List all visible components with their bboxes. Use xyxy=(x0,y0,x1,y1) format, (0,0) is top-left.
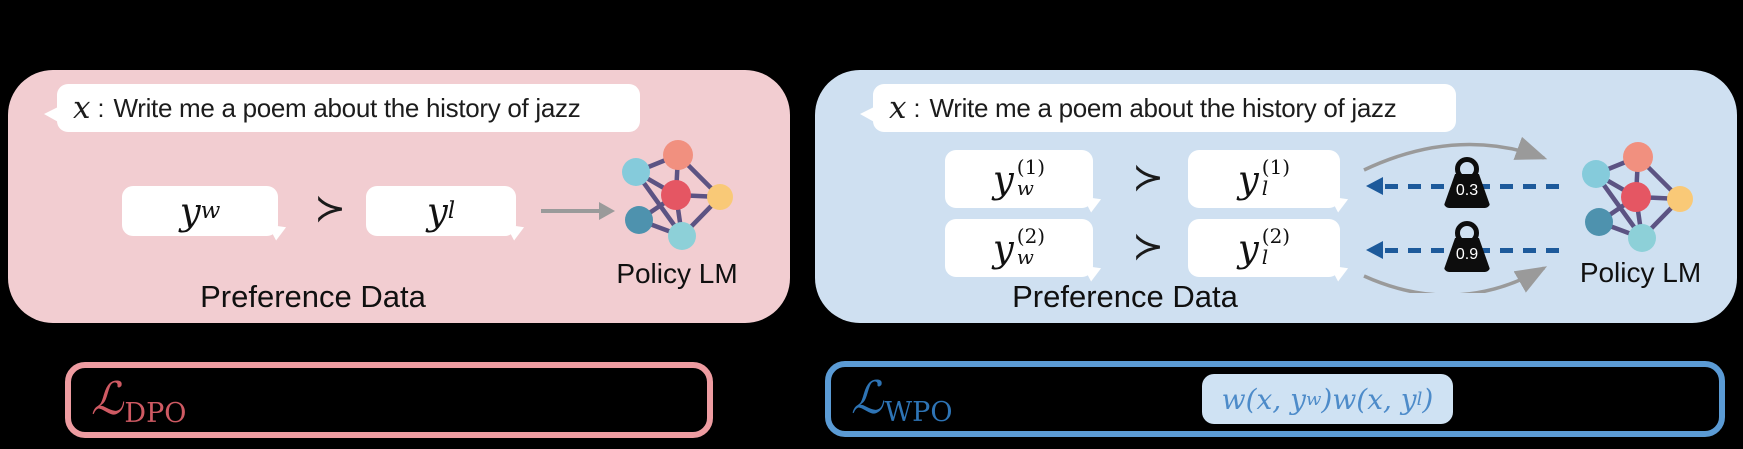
wpo-loss-label: ℒWPO xyxy=(851,371,952,428)
weight-value: 0.9 xyxy=(1455,246,1479,263)
preference-data-caption: Preference Data xyxy=(1012,279,1238,314)
winner-sub: w xyxy=(1016,175,1034,200)
dpo-loss-box: ℒDPO xyxy=(65,362,713,438)
speech-tail-icon xyxy=(1082,189,1105,213)
loser-sub: l xyxy=(1261,244,1269,269)
to-policy-arrow-icon xyxy=(541,202,615,220)
loser-math: y xyxy=(1237,157,1259,201)
loser-sup: (1) xyxy=(1261,154,1291,179)
dpo-loss-label: ℒDPO xyxy=(91,372,186,429)
weight-body: 0.9 xyxy=(1444,238,1490,272)
arrow-line xyxy=(541,209,599,213)
policy-lm-label: Policy LM xyxy=(1579,257,1702,288)
succeeds-symbol: ≻ xyxy=(314,186,346,230)
speech-tail-icon xyxy=(267,217,290,241)
weight-value: 0.3 xyxy=(1455,182,1479,199)
loss-symbol: ℒ xyxy=(91,372,124,425)
preference-data-caption: Preference Data xyxy=(200,279,426,314)
prompt-var: x xyxy=(73,90,91,126)
policy-lm-label: Policy LM xyxy=(616,258,738,289)
loser-math: y xyxy=(426,189,448,233)
prompt-colon: : xyxy=(913,94,921,123)
winner-math: y xyxy=(179,189,201,233)
highlight-math: ) xyxy=(1422,382,1434,416)
loser-sub: l xyxy=(447,198,456,224)
loser-sub: l xyxy=(1261,175,1269,200)
loser-math: y xyxy=(1237,226,1259,270)
highlight-sub: w xyxy=(1305,388,1322,410)
speech-tail-icon xyxy=(1329,258,1352,282)
speech-tail-icon xyxy=(860,106,876,123)
weight-icon-2: 0.9 xyxy=(1444,221,1490,272)
arrow-head xyxy=(1366,241,1383,259)
weight-icon-1: 0.3 xyxy=(1444,157,1490,208)
loser-bubble-2: y(2)l xyxy=(1188,219,1352,282)
winner-sup: (2) xyxy=(1016,223,1046,248)
loser-sup: (2) xyxy=(1261,223,1291,248)
loss-subscript: DPO xyxy=(124,398,187,429)
highlight-math: w(x, y xyxy=(1221,382,1306,416)
winner-bubble-1: y(1)w xyxy=(945,150,1105,213)
wpo-panel: x : Write me a poem about the history of… xyxy=(815,70,1737,323)
speech-tail-icon xyxy=(44,106,60,123)
loss-subscript: WPO xyxy=(884,397,953,428)
speech-tail-icon xyxy=(505,217,528,241)
highlight-math: )w(x, y xyxy=(1321,382,1417,416)
winner-math: y xyxy=(992,157,1014,201)
winner-sub: w xyxy=(200,198,221,224)
dpo-panel: x : Write me a poem about the history of… xyxy=(8,70,790,323)
prompt-bubble: x : Write me a poem about the history of… xyxy=(44,84,640,132)
neural-network-icon xyxy=(1572,140,1700,258)
prompt-bubble: x : Write me a poem about the history of… xyxy=(860,84,1456,132)
neural-network-icon xyxy=(612,138,740,256)
loser-bubble-1: y(1)l xyxy=(1188,150,1352,213)
prompt-var: x xyxy=(889,90,907,126)
winner-bubble-2: y(2)w xyxy=(945,219,1105,282)
prompt-colon: : xyxy=(97,94,105,123)
loss-symbol: ℒ xyxy=(851,371,884,424)
succeeds-symbol-1: ≻ xyxy=(1132,155,1164,199)
arrow-head xyxy=(599,202,615,220)
highlight-sub: l xyxy=(1416,388,1423,410)
winner-sub: w xyxy=(1016,244,1034,269)
arrow-head xyxy=(1366,177,1383,195)
prompt-text: Write me a poem about the history of jaz… xyxy=(929,92,1397,123)
succeeds-symbol-2: ≻ xyxy=(1132,224,1164,268)
winner-math: y xyxy=(992,226,1014,270)
weight-body: 0.3 xyxy=(1444,174,1490,208)
prompt-text: Write me a poem about the history of jaz… xyxy=(113,92,581,123)
speech-tail-icon xyxy=(1329,189,1352,213)
winner-sup: (1) xyxy=(1016,154,1046,179)
